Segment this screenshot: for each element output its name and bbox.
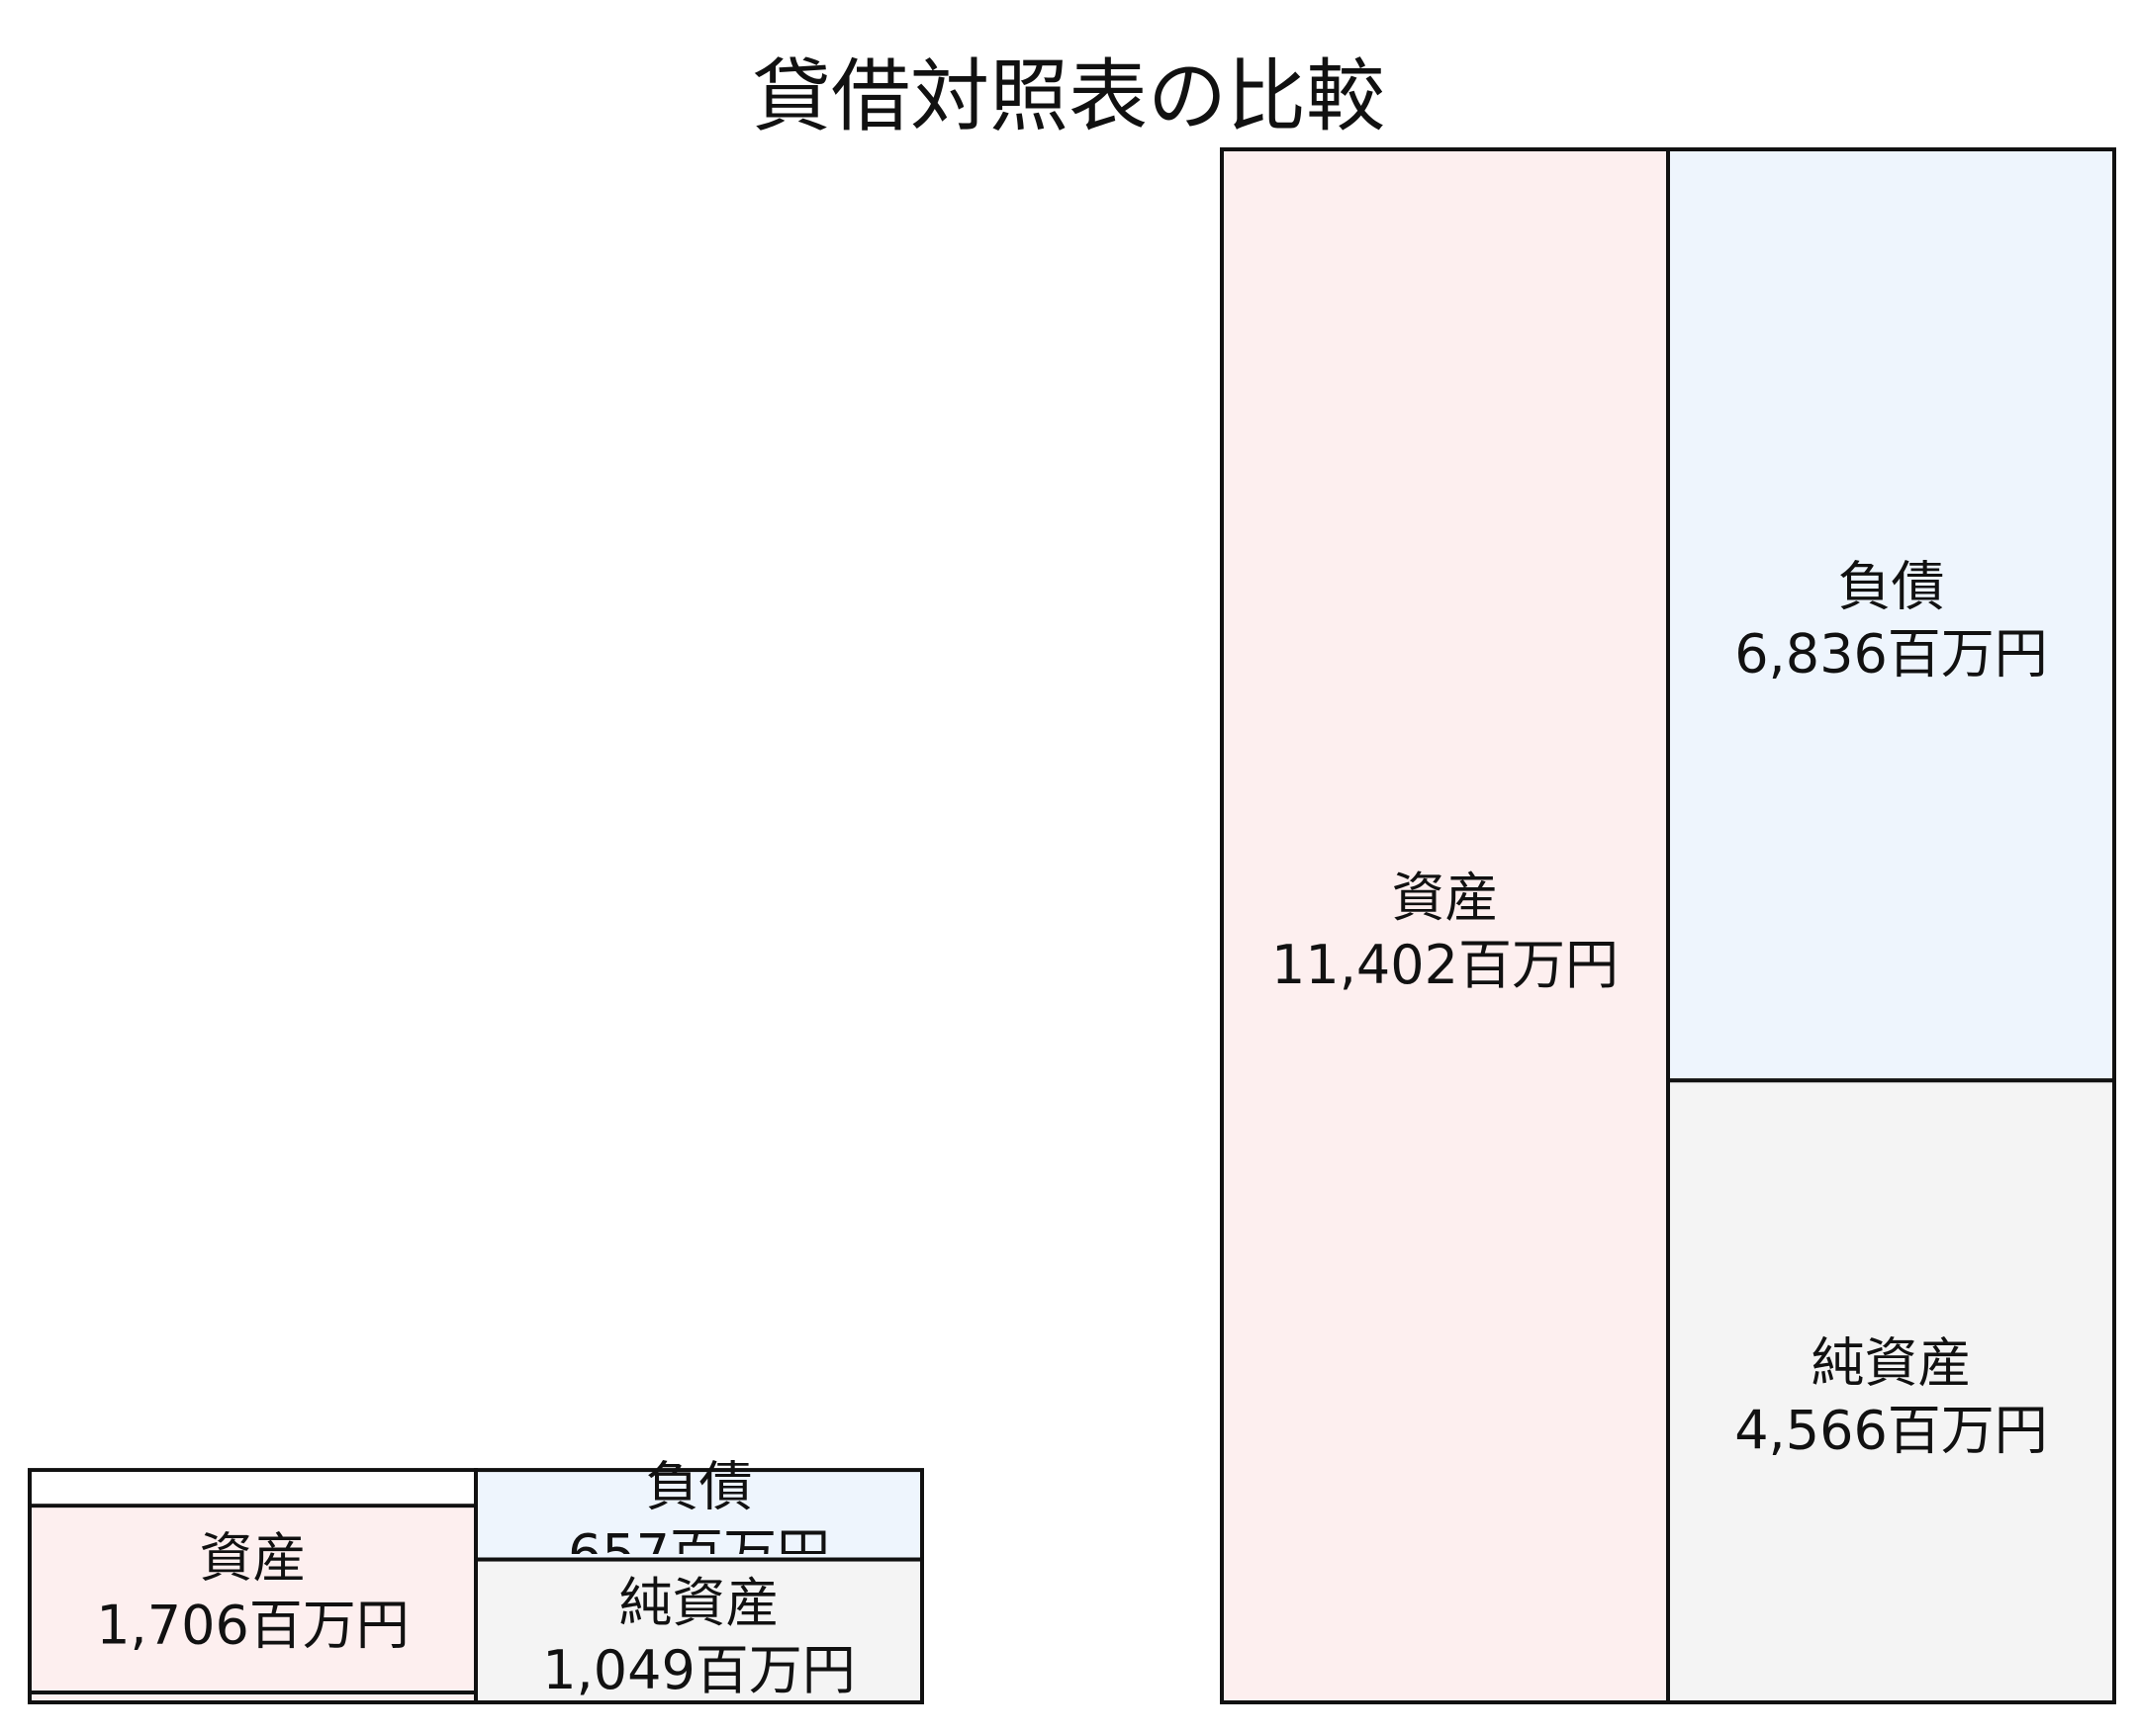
assets-label: 資産	[1392, 867, 1499, 929]
net-assets-label: 純資産	[1812, 1332, 1972, 1395]
liabilities-box	[474, 1468, 924, 1562]
liabilities-box	[1666, 147, 2116, 1083]
liabilities-value: 657百万円	[568, 1522, 830, 1585]
net-assets-value: 4,566百万円	[1734, 1400, 2048, 1462]
assets-box	[28, 1468, 478, 1704]
assets-value: 11,402百万円	[1271, 934, 1619, 996]
assets-box	[1220, 147, 1670, 1704]
net-assets-box	[1666, 1078, 2116, 1704]
assets-top-band	[32, 1472, 474, 1505]
liabilities-label: 負債	[1838, 556, 1945, 618]
chart-title: 貸借対照表の比較	[752, 50, 1385, 142]
net-assets-value: 1,049百万円	[542, 1639, 856, 1701]
liabilities-label: 負債	[646, 1455, 753, 1517]
assets-value: 1,706百万円	[96, 1595, 410, 1657]
net-assets-box	[474, 1557, 924, 1704]
net-assets-label: 純資産	[619, 1572, 780, 1634]
liabilities-value: 6,836百万円	[1734, 623, 2048, 685]
assets-label: 資産	[200, 1527, 307, 1590]
